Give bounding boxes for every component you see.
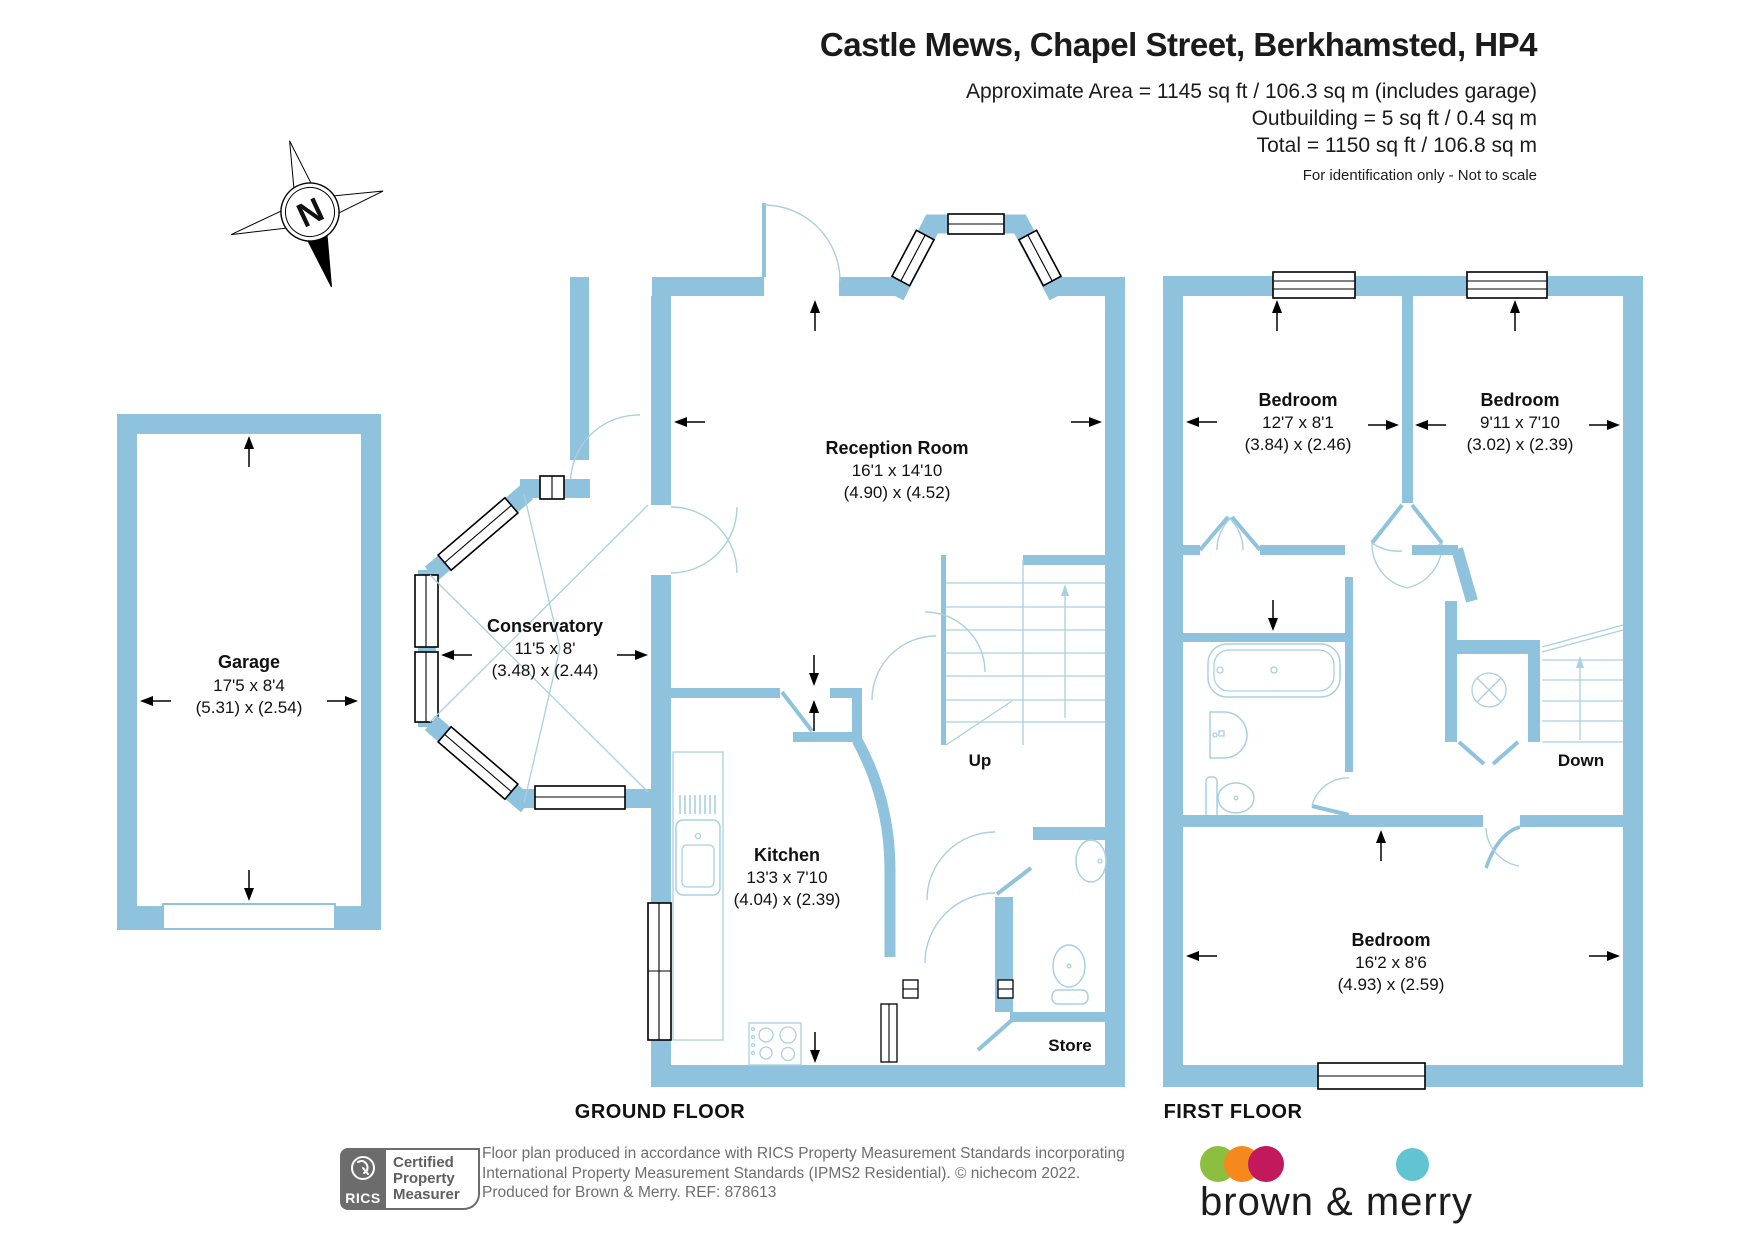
rics-lion-icon [351,1156,375,1180]
brand-dot-teal [1396,1148,1429,1181]
wc-store: Store [880,827,1107,1063]
airing-cupboard [1445,601,1540,766]
conservatory-dim-imperial: 11'5 x 8' [515,639,576,658]
first-floor-label: FIRST FLOOR [1164,1101,1303,1123]
disclaimer-line-1: Floor plan produced in accordance with R… [482,1145,1125,1162]
store-label: Store [1048,1036,1091,1055]
disclaimer-line-3: Produced for Brown & Merry. REF: 878613 [482,1184,777,1201]
bedroom2-dim-imperial: 9'11 x 7'10 [1480,413,1560,432]
bedroom1-window [1272,271,1356,299]
rics-certified-badge: RICS Certified Property Measurer [340,1148,480,1210]
ground-floor-plan: Up Store [414,203,1125,1123]
bedroom1-label: Bedroom [1258,390,1337,410]
outbuilding-area: Outbuilding = 5 sq ft / 0.4 sq m [1251,107,1537,130]
wc-basin [1075,839,1107,883]
garage-dim-imperial: 17'5 x 8'4 [213,676,285,695]
wc-toilet [1052,944,1086,988]
header: Castle Mews, Chapel Street, Berkhamsted,… [819,26,1538,184]
disclaimer-line-2: International Property Measurement Stand… [482,1164,1081,1182]
compass-north-needle [307,234,332,288]
bay-window-left [890,229,936,287]
kitchen-hob [748,1022,802,1066]
garage-door [162,903,336,930]
garage-dim-metric: (5.31) x (2.54) [196,698,303,717]
bedroom2-window [1466,271,1548,299]
bedroom3-dim-metric: (4.93) x (2.59) [1338,975,1445,994]
reception-label: Reception Room [825,438,968,458]
bathroom-basin [1209,711,1248,759]
stairs-up: Up [871,555,1105,770]
bedroom2-dim-metric: (3.02) x (2.39) [1467,435,1574,454]
kitchen-dim-metric: (4.04) x (2.39) [734,890,841,909]
bedroom1-dim-metric: (3.84) x (2.46) [1245,435,1352,454]
bedroom1-dim-imperial: 12'7 x 8'1 [1262,413,1334,432]
ground-floor-label: GROUND FLOOR [575,1101,745,1123]
first-floor-plan: Down Bedroom 12'7 x 8'1 (3.84) x (2.46) … [1163,271,1643,1123]
kitchen-sink [675,819,721,896]
page-title: Castle Mews, Chapel Street, Berkhamsted,… [819,26,1538,63]
brand-dot-crimson [1248,1146,1284,1182]
down-label: Down [1558,751,1604,770]
conservatory-dim-metric: (3.48) x (2.44) [492,661,599,680]
kitchen-fixtures [672,751,802,1066]
garage-label: Garage [218,652,280,672]
kitchen-label: Kitchen [754,845,820,865]
bathroom [1183,577,1353,820]
bay-window-right [1017,229,1063,287]
conservatory-structure [414,475,738,813]
approximate-area: Approximate Area = 1145 sq ft / 106.3 sq… [965,80,1537,103]
cert-line-3: Measurer [393,1186,460,1203]
bedroom2-label: Bedroom [1480,390,1559,410]
stairs-down: Down [1541,624,1624,770]
bedroom3-label: Bedroom [1351,930,1430,950]
identification-note: For identification only - Not to scale [1302,167,1537,184]
compass-rose: N [230,140,384,288]
conservatory-label: Conservatory [487,616,603,636]
bath [1207,643,1341,698]
bathroom-toilet [1205,776,1218,820]
up-label: Up [969,751,992,770]
disclaimer: Floor plan produced in accordance with R… [482,1144,1125,1203]
rics-acronym: RICS [345,1190,381,1206]
brown-and-merry-logo: brown & merry [1200,1142,1500,1224]
cert-line-1: Certified [393,1154,454,1171]
cert-line-2: Property [393,1170,455,1187]
reception-dim-imperial: 16'1 x 14'10 [852,461,943,480]
brand-wordmark: brown & merry [1200,1180,1474,1224]
cylinder-symbol [1471,672,1507,708]
rics-logo: RICS [340,1148,386,1210]
certified-property-measurer: Certified Property Measurer [386,1148,480,1210]
garage-plan: Garage 17'5 x 8'4 (5.31) x (2.54) [117,414,381,930]
reception-dim-metric: (4.90) x (4.52) [844,483,951,502]
total-area: Total = 1150 sq ft / 106.8 sq m [1256,134,1537,157]
kitchen-dim-imperial: 13'3 x 7'10 [746,868,827,887]
bedroom3-dim-imperial: 16'2 x 8'6 [1355,953,1427,972]
